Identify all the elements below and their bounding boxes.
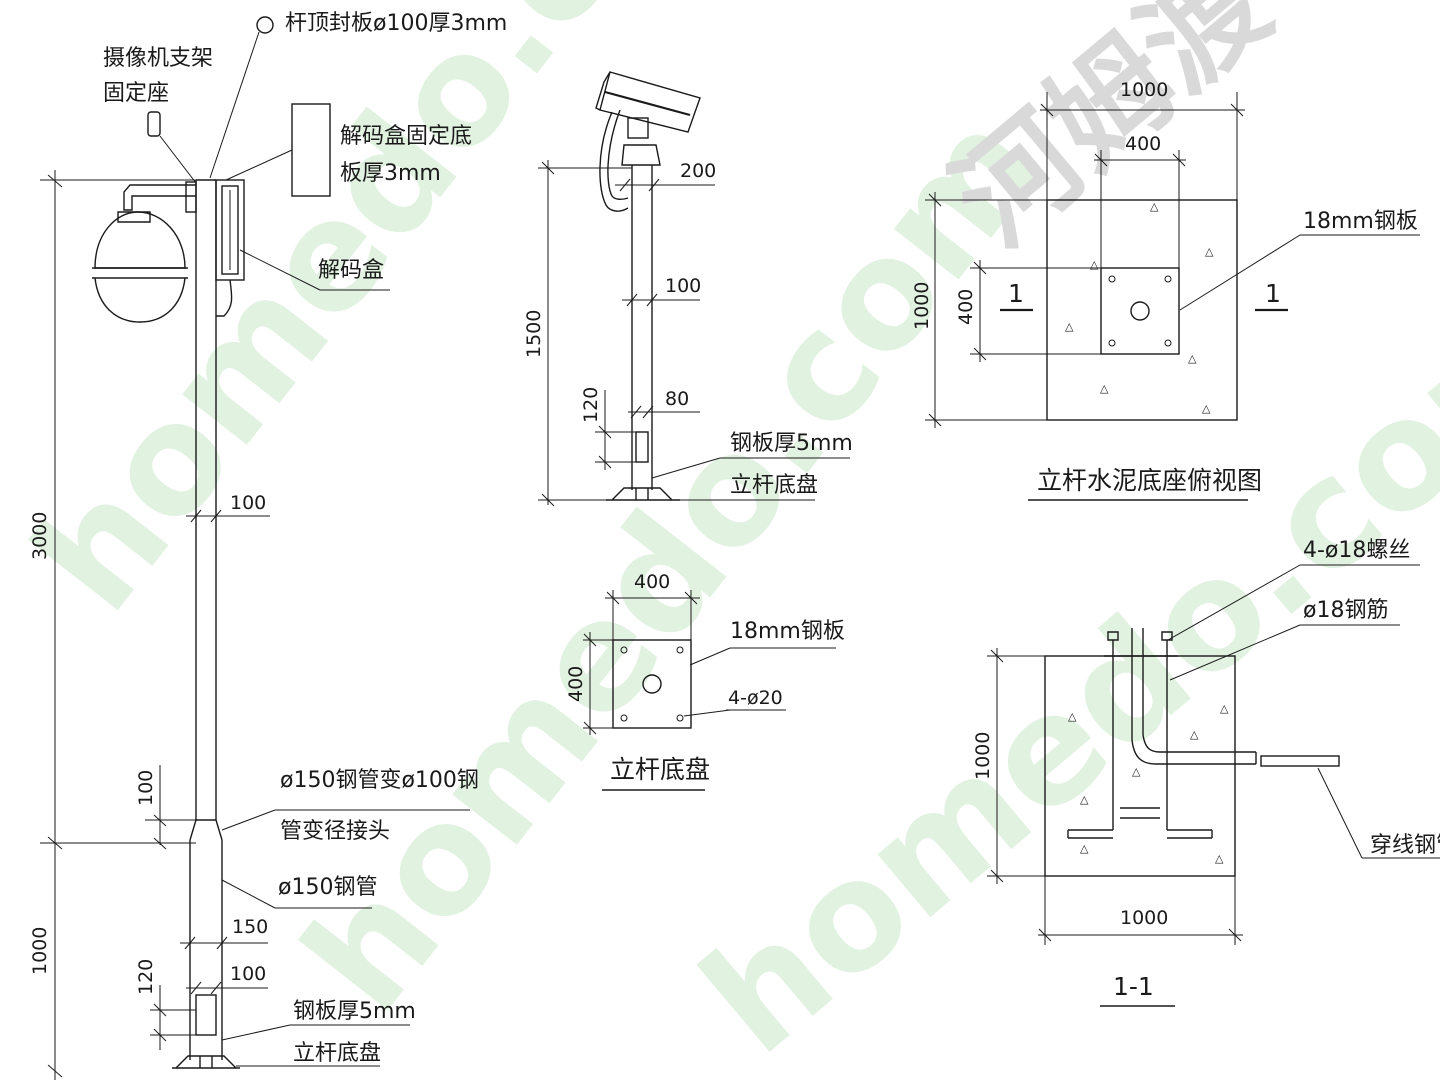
svg-text:△: △ bbox=[1190, 728, 1199, 741]
decoder-plate-label-line1: 解码盒固定底 bbox=[340, 124, 472, 149]
fp-section-left: 1 bbox=[1008, 279, 1024, 308]
box-camera-icon bbox=[595, 71, 701, 212]
dim-base-height: 120 bbox=[135, 959, 157, 995]
section-1-1: △ △ △ △ △ △ △ 4-ø18螺丝 ø18钢筋 穿线钢管 1000 10… bbox=[972, 538, 1440, 1007]
base-plate-label: 立杆底盘 bbox=[293, 1041, 381, 1066]
fp-section-right: 1 bbox=[1265, 279, 1281, 308]
base-plate-detail: 400 400 18mm钢板 4-ø20 立杆底盘 bbox=[565, 571, 845, 791]
top-cap-label: 杆顶封板ø100厚3mm bbox=[285, 11, 507, 36]
dim-base-w: 80 bbox=[665, 388, 689, 410]
sec-rebar-label: ø18钢筋 bbox=[1303, 598, 1388, 623]
bp-holes-label: 4-ø20 bbox=[728, 687, 783, 709]
dim-lower-dia: 150 bbox=[232, 916, 268, 938]
sec-dim-width: 1000 bbox=[1120, 907, 1168, 929]
dim-arm: 200 bbox=[680, 160, 716, 182]
dim-upper-dia: 100 bbox=[230, 492, 266, 514]
fp-dim-outer-w: 1000 bbox=[1120, 79, 1168, 101]
decoder-plate-label-line2: 板厚3mm bbox=[340, 161, 441, 186]
foundation-plan: △ △ △ △ △ △ △ 1000 400 1000 400 bbox=[911, 79, 1420, 501]
dome-camera-icon bbox=[92, 181, 197, 323]
dim-reducer: 100 bbox=[135, 770, 157, 806]
dim-lower-height: 1000 bbox=[29, 927, 51, 975]
watermark-brand: 河姆渡 bbox=[929, 0, 1294, 272]
fp-dim-inner-h: 400 bbox=[955, 289, 977, 325]
fp-dim-outer-h: 1000 bbox=[911, 282, 933, 330]
bp-title: 立杆底盘 bbox=[610, 755, 710, 784]
bp-dim-height: 400 bbox=[565, 666, 587, 702]
fp-plate-label: 18mm钢板 bbox=[1303, 209, 1418, 234]
dim-pole-dia: 100 bbox=[665, 275, 701, 297]
svg-text:△: △ bbox=[1090, 258, 1099, 271]
top-cap-marker-icon bbox=[256, 16, 274, 34]
cam-steel-plate-label: 钢板厚5mm bbox=[730, 431, 853, 456]
svg-text:△: △ bbox=[1068, 710, 1077, 723]
sec-dim-height: 1000 bbox=[972, 732, 994, 780]
dim-height: 1500 bbox=[523, 310, 545, 358]
svg-text:△: △ bbox=[1220, 702, 1229, 715]
dim-upper-height: 3000 bbox=[29, 512, 51, 560]
sec-title: 1-1 bbox=[1113, 972, 1154, 1001]
svg-text:△: △ bbox=[1150, 200, 1159, 213]
fp-title: 立杆水泥底座俯视图 bbox=[1037, 466, 1262, 495]
bp-plate-label: 18mm钢板 bbox=[730, 619, 845, 644]
fp-dim-inner-w: 400 bbox=[1125, 133, 1161, 155]
dim-base-dia: 100 bbox=[230, 963, 266, 985]
svg-text:△: △ bbox=[1215, 852, 1224, 865]
svg-text:△: △ bbox=[1065, 320, 1074, 333]
svg-text:△: △ bbox=[1100, 382, 1109, 395]
svg-text:△: △ bbox=[1132, 765, 1141, 778]
sec-bolts-label: 4-ø18螺丝 bbox=[1303, 538, 1410, 563]
reducer-label-line2: 管变径接头 bbox=[280, 819, 390, 844]
camera-mount-label-line1: 摄像机支架 bbox=[103, 46, 213, 71]
camera-elevation: 200 100 1500 120 80 钢板厚5mm 立杆底盘 bbox=[523, 71, 853, 507]
decoder-box-label: 解码盒 bbox=[318, 258, 384, 283]
mount-fixture-icon bbox=[147, 111, 161, 137]
decoder-box-icon bbox=[215, 179, 245, 317]
dim-base-h: 120 bbox=[580, 387, 602, 423]
bp-dim-width: 400 bbox=[634, 571, 670, 593]
svg-text:△: △ bbox=[1202, 402, 1211, 415]
svg-text:△: △ bbox=[1080, 793, 1089, 806]
camera-mount-label-line2: 固定座 bbox=[103, 81, 169, 106]
svg-text:△: △ bbox=[1188, 352, 1197, 365]
cam-base-plate-label: 立杆底盘 bbox=[730, 473, 818, 498]
svg-text:△: △ bbox=[1205, 245, 1214, 258]
lower-pipe-label: ø150钢管 bbox=[278, 875, 377, 900]
steel-plate-label: 钢板厚5mm bbox=[293, 999, 416, 1024]
svg-text:△: △ bbox=[1080, 842, 1089, 855]
reducer-label-line1: ø150钢管变ø100钢 bbox=[280, 768, 479, 793]
pole-elevation: 杆顶封板ø100厚3mm 摄像机支架 固定座 解码盒固定底 板厚3mm 解码盒 … bbox=[29, 11, 507, 1080]
sec-conduit-label: 穿线钢管 bbox=[1370, 833, 1440, 858]
